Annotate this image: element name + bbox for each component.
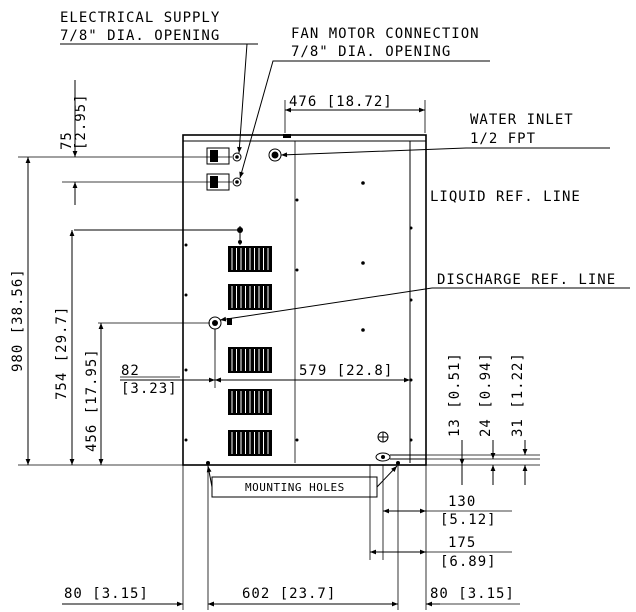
louver-grille: [228, 389, 272, 415]
louver-grille: [228, 284, 272, 310]
dim-31: 31 [1.22]: [510, 352, 526, 437]
mounting-holes-label: MOUNTING HOLES: [245, 481, 345, 494]
dim-bottom-right: 80 [3.15]: [430, 586, 515, 602]
dim-75-in: [2.95]: [73, 93, 89, 150]
dim-980: 980 [38.56]: [10, 268, 26, 372]
fan-opening-label: 7/8" DIA. OPENING: [291, 44, 451, 60]
dim-579: 579 [22.8]: [299, 363, 393, 379]
dim-175-mm: 175: [448, 535, 476, 551]
water-fpt-label: 1/2 FPT: [470, 131, 536, 147]
water-inlet-fitting: [268, 148, 282, 162]
dim-456: 456 [17.95]: [84, 348, 100, 452]
drain-fitting: [375, 431, 426, 462]
electrical-supply-box: [206, 147, 242, 191]
louver-grille: [228, 347, 272, 373]
dim-13: 13 [0.51]: [447, 352, 463, 437]
electrical-supply-label: ELECTRICAL SUPPLY: [60, 10, 220, 26]
dim-82-in: [3.23]: [121, 381, 178, 397]
dim-130-mm: 130: [448, 494, 476, 510]
unit-outline: [182, 134, 427, 466]
dim-130-in: [5.12]: [440, 512, 497, 528]
dim-bottom-center: 602 [23.7]: [242, 586, 336, 602]
dim-75-mm: 75: [59, 131, 75, 150]
fan-motor-label: FAN MOTOR CONNECTION: [291, 26, 480, 42]
liquid-ref-fitting: [237, 226, 243, 245]
dim-754: 754 [29.7]: [54, 306, 70, 400]
liquid-ref-label: LIQUID REF. LINE: [430, 189, 581, 205]
electrical-opening-label: 7/8" DIA. OPENING: [60, 28, 220, 44]
louver-grilles: [228, 246, 272, 456]
panel-screws: [184, 181, 413, 442]
water-inlet-label: WATER INLET: [470, 112, 574, 128]
discharge-ref-fitting: [208, 316, 232, 350]
discharge-ref-label: DISCHARGE REF. LINE: [437, 272, 616, 288]
dim-175-in: [6.89]: [440, 554, 497, 570]
dim-top-width: 476 [18.72]: [289, 94, 393, 110]
louver-grille: [228, 246, 272, 272]
louver-grille: [228, 430, 272, 456]
mounting-holes: [206, 461, 400, 465]
dim-24: 24 [0.94]: [478, 352, 494, 437]
dim-82-mm: 82: [121, 363, 140, 379]
dim-bottom-left: 80 [3.15]: [64, 586, 149, 602]
